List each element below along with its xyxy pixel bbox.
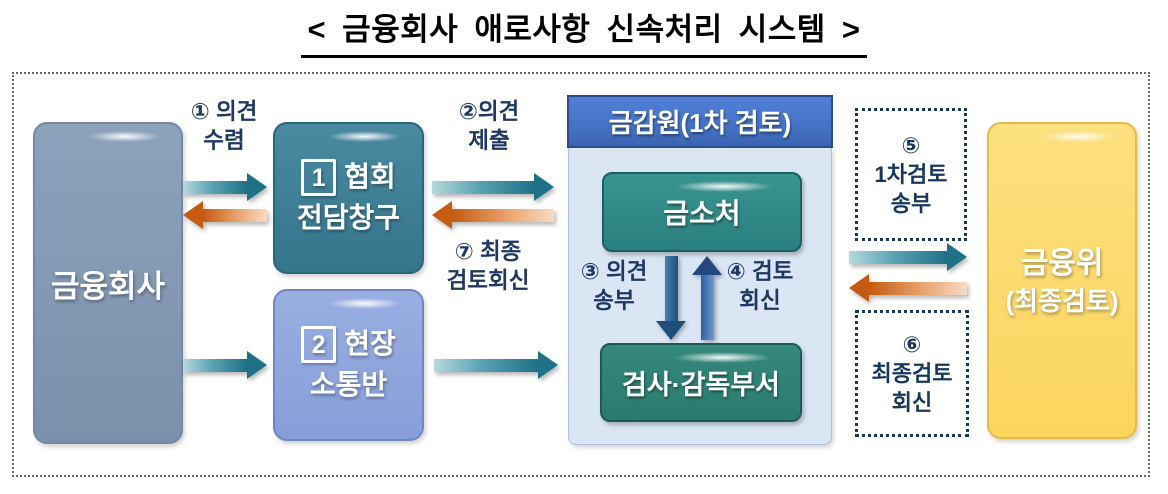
node-field-communication: 2 현장 소통반	[273, 289, 424, 441]
arrow-opinion-send-down	[656, 256, 686, 340]
flow-label-step2: ②의견 제출	[458, 99, 520, 153]
arrow-review-reply-up	[692, 256, 722, 340]
fss-panel-header: 금감원(1차 검토)	[567, 95, 833, 148]
number-badge-2: 2	[301, 326, 337, 364]
arrow-opinion-collect-right	[183, 173, 267, 201]
node-financial-company-label: 금융회사	[50, 268, 166, 304]
node-association-channel: 1 협회 전담창구	[273, 122, 424, 274]
node-financial-company: 금융회사	[33, 122, 183, 444]
flow-label-step4: ④ 검토 회신	[726, 259, 794, 313]
arrow-opinion-collect-left	[183, 201, 267, 229]
gloss-highlight	[327, 298, 402, 309]
flow-label-step7: ⑦ 최종 검토회신	[446, 239, 530, 293]
node-inspection-dept: 검사·감독부서	[600, 343, 802, 422]
node-fsc: 금융위 (최종검토)	[987, 122, 1137, 439]
diagram-title-wrap: < 금융회사 애로사항 신속처리 시스템 >	[0, 2, 1168, 58]
arrow-opinion-submit-right	[432, 173, 554, 201]
arrow-fsc-to-fss	[849, 274, 967, 302]
arrow-final-review-reply-left	[432, 201, 554, 229]
arrow-field-to-fss	[434, 351, 558, 379]
arrow-company-to-field	[183, 351, 267, 379]
diagram-title: < 금융회사 애로사항 신속처리 시스템 >	[301, 2, 867, 58]
step-box-final-review-reply: ⑥ 최종검토 회신	[855, 310, 969, 437]
gloss-highlight	[327, 131, 402, 142]
gloss-highlight	[1041, 131, 1115, 142]
gloss-highlight	[87, 131, 161, 142]
gloss-highlight	[673, 352, 773, 363]
node-consumer-bureau: 금소처	[602, 172, 802, 252]
arrow-fss-to-fsc	[849, 243, 967, 271]
flow-label-step1: ① 의견 수렴	[190, 99, 258, 153]
gloss-highlight	[674, 181, 773, 192]
step-box-first-review-send: ⑤ 1차검토 송부	[855, 108, 967, 241]
number-badge-1: 1	[301, 159, 337, 197]
flow-label-step3: ③ 의견 송부	[580, 259, 648, 313]
